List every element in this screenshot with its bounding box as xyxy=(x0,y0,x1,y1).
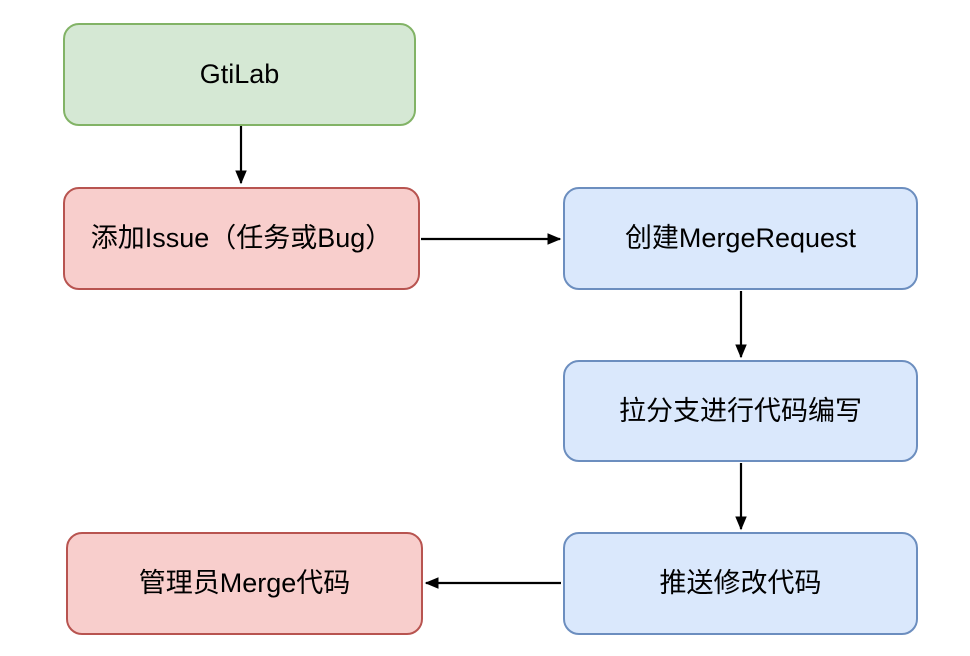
node-create-merge-request-label: 创建MergeRequest xyxy=(624,223,857,254)
node-admin-merge-code: 管理员Merge代码 xyxy=(66,532,423,635)
node-pull-branch-write-code: 拉分支进行代码编写 xyxy=(563,360,918,462)
node-add-issue: 添加Issue（任务或Bug） xyxy=(63,187,420,290)
node-push-modified-code: 推送修改代码 xyxy=(563,532,918,635)
node-gitlab-label: GtiLab xyxy=(199,59,280,90)
node-add-issue-label: 添加Issue（任务或Bug） xyxy=(90,223,393,254)
node-admin-merge-code-label: 管理员Merge代码 xyxy=(138,568,351,599)
node-push-modified-code-label: 推送修改代码 xyxy=(659,568,822,599)
node-pull-branch-write-code-label: 拉分支进行代码编写 xyxy=(619,395,862,426)
node-gitlab: GtiLab xyxy=(63,23,416,126)
node-create-merge-request: 创建MergeRequest xyxy=(563,187,918,290)
